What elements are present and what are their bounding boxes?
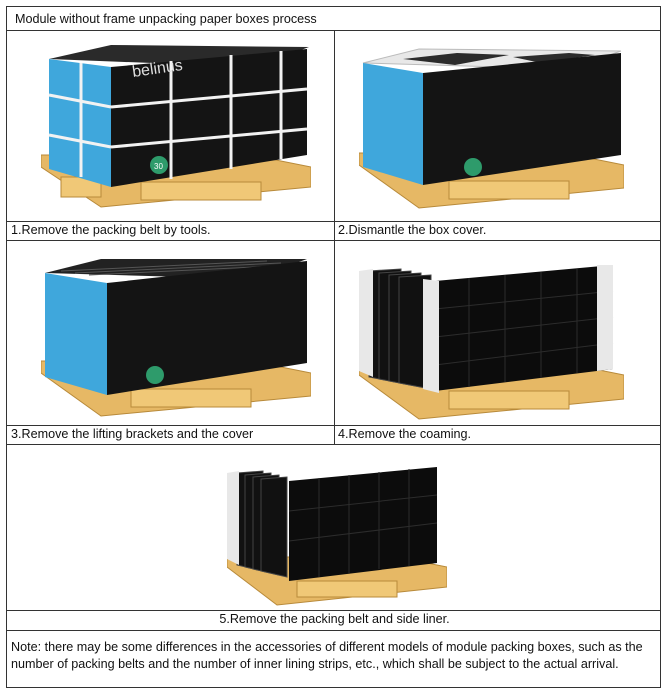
step1-image: belinus 30	[41, 37, 311, 215]
step5-image	[227, 459, 447, 609]
step3-image	[41, 251, 311, 421]
step4-image	[359, 251, 624, 423]
step1-caption: 1.Remove the packing belt by tools.	[11, 222, 211, 238]
svg-text:30: 30	[154, 162, 163, 171]
step2-image	[359, 43, 624, 213]
process-table: Module without frame unpacking paper box…	[6, 6, 661, 688]
step5-caption: 5.Remove the packing belt and side liner…	[7, 611, 662, 627]
step4-caption: 4.Remove the coaming.	[338, 426, 471, 442]
step3-caption: 3.Remove the lifting brackets and the co…	[11, 426, 253, 442]
step2-caption: 2.Dismantle the box cover.	[338, 222, 486, 238]
table-title: Module without frame unpacking paper box…	[15, 11, 317, 27]
note-text: Note: there may be some differences in t…	[11, 639, 654, 673]
col-divider	[334, 30, 335, 222]
